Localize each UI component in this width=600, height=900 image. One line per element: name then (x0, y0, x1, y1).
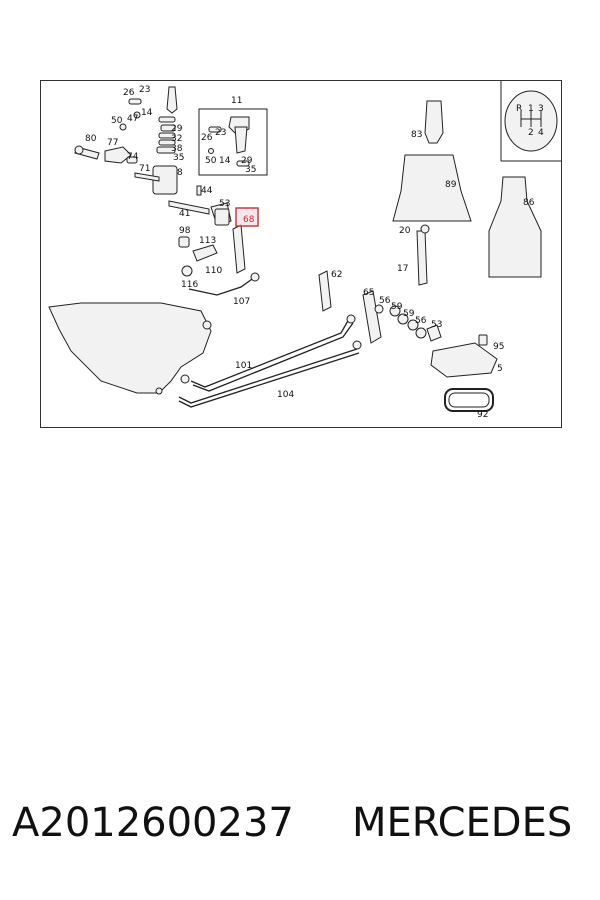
callout-44: 44 (201, 186, 213, 196)
callout-98: 98 (179, 226, 191, 236)
callout-29: 29 (171, 124, 183, 134)
exploded-view-drawing: R 1 3 2 4 26 23 11 50 47 14 29 32 38 35 … (48, 81, 561, 420)
callout-29b: 29 (241, 156, 253, 166)
parts-diagram: R 1 3 2 4 26 23 11 50 47 14 29 32 38 35 … (40, 80, 562, 428)
highlight-box-68[interactable] (235, 207, 259, 227)
callout-labels: 26 23 11 50 47 14 29 32 38 35 80 77 74 7… (85, 85, 535, 420)
callout-35b: 35 (245, 165, 256, 175)
selector-lever-assembly (178, 208, 260, 296)
brand-name: MERCEDES (352, 800, 573, 846)
part-number: A2012600237 (12, 800, 294, 846)
callout-68[interactable]: 68 (243, 215, 255, 225)
callout-53b: 53 (431, 320, 442, 330)
callout-74: 74 (127, 152, 139, 162)
callout-107: 107 (233, 297, 250, 307)
callout-65: 65 (363, 288, 374, 298)
shift-pattern-inset: R 1 3 2 4 (500, 81, 561, 162)
callout-56: 56 (379, 296, 391, 306)
callout-92: 92 (477, 410, 488, 420)
callout-23b: 23 (215, 128, 226, 138)
footer: A2012600237 MERCEDES (0, 800, 600, 870)
callout-20: 20 (399, 226, 411, 236)
intermediate-levers (318, 270, 442, 344)
callout-110: 110 (205, 266, 222, 276)
callout-113: 113 (199, 236, 216, 246)
callout-41: 41 (179, 209, 190, 219)
callout-104: 104 (277, 390, 294, 400)
callout-62: 62 (331, 270, 342, 280)
callout-80: 80 (85, 134, 97, 144)
callout-35: 35 (173, 153, 184, 163)
callout-89: 89 (445, 180, 457, 190)
inset-box-11 (198, 108, 268, 176)
callout-23: 23 (139, 85, 150, 95)
callout-11: 11 (231, 96, 242, 106)
callout-5: 5 (497, 364, 503, 374)
callout-26: 26 (123, 88, 135, 98)
callout-14: 14 (141, 108, 153, 118)
callout-77: 77 (107, 138, 118, 148)
callout-32: 32 (171, 134, 182, 144)
shift-pattern-3: 3 (538, 104, 544, 114)
callout-59: 59 (391, 302, 403, 312)
callout-47: 47 (127, 114, 138, 124)
callout-71: 71 (139, 164, 150, 174)
callout-59b: 59 (403, 309, 415, 319)
callout-53: 53 (219, 199, 230, 209)
callout-26b: 26 (201, 133, 213, 143)
callout-14b: 14 (219, 156, 231, 166)
shift-pattern-1: 1 (528, 104, 534, 114)
shift-pattern-4: 4 (538, 128, 544, 138)
part-68-lever (232, 224, 246, 274)
shifter-base (430, 334, 498, 412)
callout-8: 8 (177, 168, 183, 178)
shift-pattern-2: 2 (528, 128, 534, 138)
callout-50: 50 (111, 116, 123, 126)
callout-95: 95 (493, 342, 504, 352)
shift-pattern-r: R (516, 104, 522, 114)
knob-and-boots (392, 100, 542, 286)
callout-56b: 56 (415, 316, 427, 326)
shift-rods (178, 314, 362, 408)
callout-83: 83 (411, 130, 422, 140)
callout-86: 86 (523, 198, 535, 208)
callout-101: 101 (235, 361, 252, 371)
transmission-housing (48, 302, 212, 395)
callout-17: 17 (397, 264, 408, 274)
callout-38: 38 (171, 144, 183, 154)
callout-50b: 50 (205, 156, 217, 166)
callout-116: 116 (181, 280, 198, 290)
